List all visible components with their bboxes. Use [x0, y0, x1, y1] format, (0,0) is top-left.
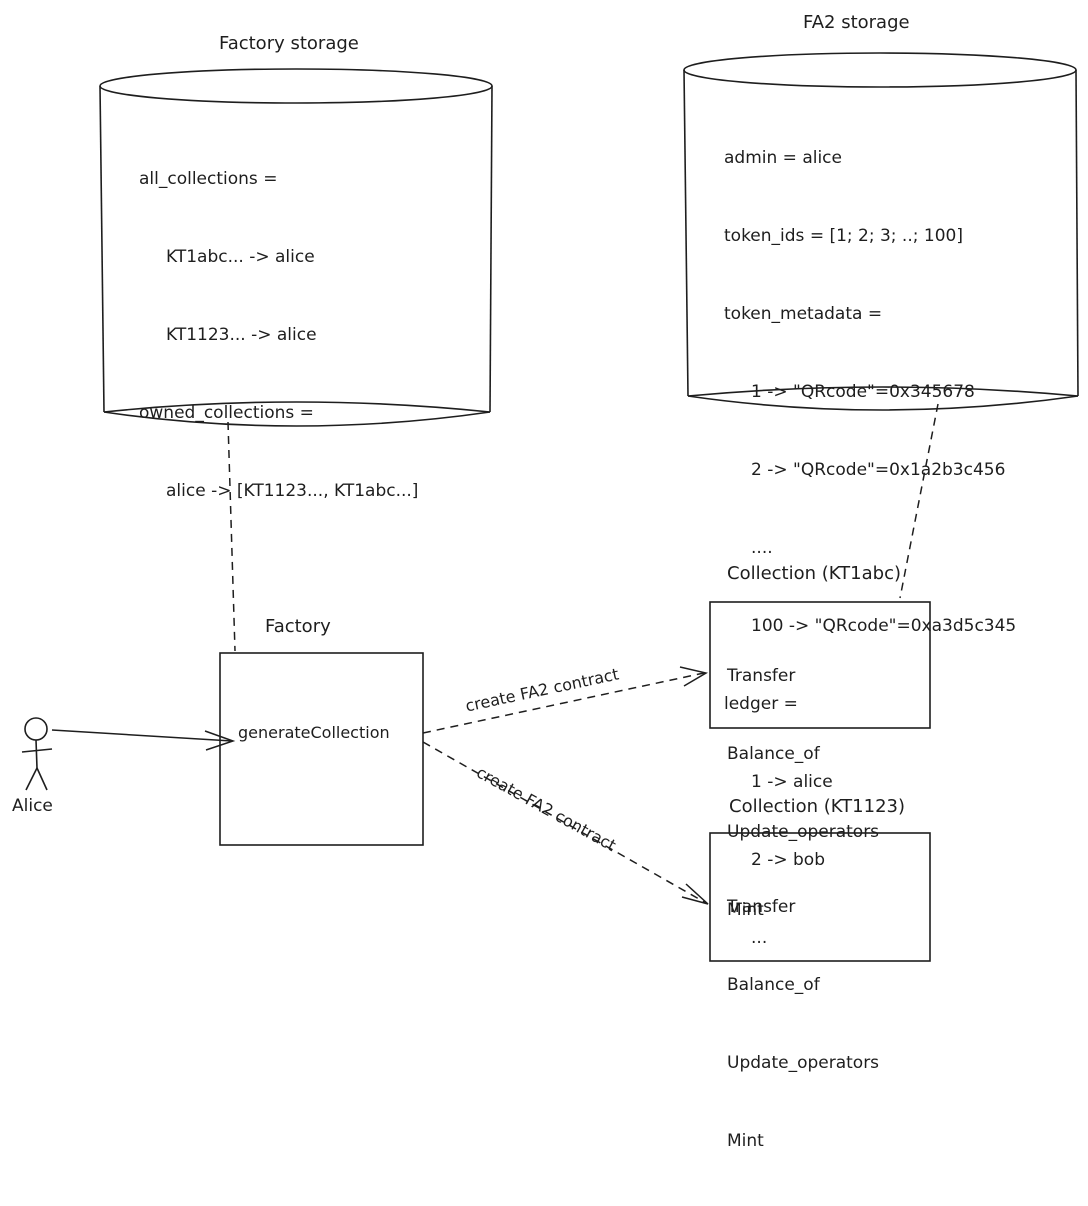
entrypoint-item: Balance_of	[727, 744, 820, 764]
alice-stick-figure	[21, 717, 53, 791]
collection-123-box	[709, 832, 931, 962]
fa2-storage-line: 1 -> alice	[724, 772, 833, 792]
create-123-arrow	[422, 741, 709, 905]
collection-abc-entrypoints: Transfer Balance_of Update_operators Min…	[727, 611, 879, 975]
entrypoint-item: Mint	[727, 1131, 764, 1151]
collection-abc-title: Collection (KT1abc)	[727, 563, 902, 584]
fa2-storage-cylinder	[683, 52, 1079, 411]
factory-storage-line: KT1abc... -> alice	[139, 247, 315, 267]
entrypoint-item: Update_operators	[727, 822, 880, 842]
entrypoint-item: Balance_of	[727, 975, 820, 995]
fa2-storage-line: admin = alice	[724, 148, 842, 168]
fa2-storage-line: ledger =	[724, 694, 798, 714]
fa2-storage-line: 100 -> "QRcode"=0xa3d5c345	[724, 616, 1017, 636]
entrypoint-item: Mint	[727, 900, 764, 920]
collection-123-title: Collection (KT1123)	[729, 796, 906, 817]
factory-storage-line: owned_collections =	[139, 403, 314, 423]
fa2-storage-contents: admin = alice token_ids = [1; 2; 3; ..; …	[724, 93, 1016, 1003]
alice-label: Alice	[12, 796, 53, 816]
entrypoint-item: Transfer	[727, 666, 796, 686]
factory-storage-line: all_collections =	[139, 169, 278, 189]
diagram-canvas: Factory storage all_collections = KT1abc…	[12, 12, 1079, 1151]
fa2-storage-line: 2 -> "QRcode"=0x1a2b3c456	[724, 460, 1006, 480]
factory-storage-cylinder	[99, 68, 493, 427]
factory-box	[219, 652, 424, 846]
factory-storage-line: alice -> [KT1123..., KT1abc...]	[139, 481, 419, 501]
fa2-storage-line: token_ids = [1; 2; 3; ..; 100]	[724, 226, 963, 246]
entrypoint-item: Transfer	[727, 897, 796, 917]
invoke-arrow	[51, 729, 236, 751]
create-abc-arrow	[422, 666, 708, 734]
diagram-shapes	[21, 52, 1079, 962]
factory-title: Factory	[265, 616, 331, 637]
factory-storage-contents: all_collections = KT1abc... -> alice KT1…	[139, 114, 418, 556]
collection-abc-box	[709, 601, 931, 729]
factory-storage-line: KT1123... -> alice	[139, 325, 317, 345]
fa2-storage-line: 1 -> "QRcode"=0x345678	[724, 382, 975, 402]
fa2-storage-line: token_metadata =	[724, 304, 883, 324]
collection-123-entrypoints: Transfer Balance_of Update_operators Min…	[727, 842, 879, 1206]
fa2-storage-title: FA2 storage	[803, 12, 910, 33]
fa2-storage-line: ...	[724, 928, 768, 948]
fa2-storage-line: ....	[724, 538, 773, 558]
fa2-storage-link	[899, 403, 939, 599]
factory-storage-link	[227, 421, 236, 652]
fa2-storage-line: 2 -> bob	[724, 850, 826, 870]
entrypoint-item: Update_operators	[727, 1053, 880, 1073]
factory-storage-title: Factory storage	[219, 33, 359, 54]
factory-entrypoint: generateCollection	[238, 723, 390, 742]
